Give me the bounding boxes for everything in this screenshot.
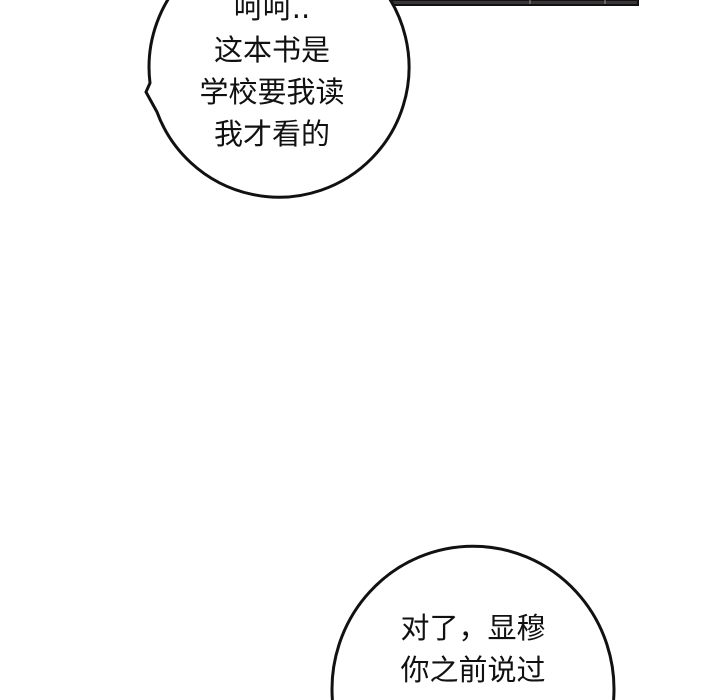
speech-line: 我才看的 <box>213 117 330 151</box>
speech-line: 学校要我读 <box>199 75 345 109</box>
speech-line: 这本书是 <box>213 33 330 67</box>
top-panel-edge <box>383 0 639 6</box>
speech-line: 对了，显穆 <box>400 611 546 645</box>
speech-line: 你之前说过 <box>400 653 546 687</box>
speech-bubble-bottom <box>330 544 616 700</box>
speech-text-bottom: 对了，显穆 你之前说过 <box>332 607 614 691</box>
speech-text-top: 呵呵.. 这本书是 学校要我读 我才看的 <box>142 0 402 155</box>
speech-line: 呵呵.. <box>233 0 311 25</box>
speech-bubble-top <box>144 0 411 199</box>
